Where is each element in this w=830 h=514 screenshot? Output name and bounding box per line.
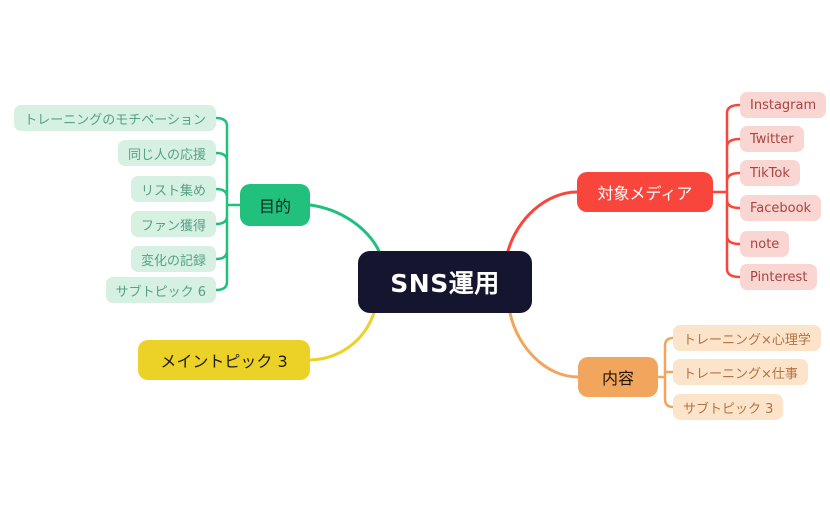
- subtopic-node[interactable]: ファン獲得: [130, 211, 216, 237]
- branch-node-target-media[interactable]: 対象メディア: [577, 172, 713, 212]
- subtopic-node[interactable]: リスト集め: [130, 176, 216, 202]
- subtopic-node[interactable]: サブトピック 3: [673, 394, 784, 420]
- subtopic-node[interactable]: 変化の記録: [130, 246, 216, 272]
- subtopic-node[interactable]: Pinterest: [740, 264, 818, 290]
- subtopic-node[interactable]: Facebook: [740, 195, 822, 221]
- subtopic-node[interactable]: トレーニング×心理学: [673, 325, 821, 351]
- maintopic-branch-curve: [308, 311, 376, 362]
- media-branch-curve: [506, 190, 579, 253]
- central-topic-node[interactable]: SNS運用: [358, 251, 532, 313]
- subtopic-node[interactable]: Instagram: [740, 92, 827, 118]
- subtopic-node[interactable]: Twitter: [740, 126, 804, 152]
- subtopic-node[interactable]: トレーニングのモチベーション: [14, 105, 216, 131]
- subtopic-node[interactable]: note: [740, 231, 790, 257]
- branch-node-content[interactable]: 内容: [578, 357, 658, 397]
- branch-node-purpose[interactable]: 目的: [240, 184, 310, 226]
- content-branch-curve: [508, 311, 580, 379]
- branch-node-main-topic-3[interactable]: メイントピック 3: [138, 340, 310, 380]
- subtopic-node[interactable]: サブトピック 6: [105, 277, 216, 303]
- content-children-bracket: [656, 336, 675, 409]
- media-children-bracket: [711, 103, 742, 279]
- purpose-children-bracket: [214, 116, 242, 292]
- subtopic-node[interactable]: TikTok: [740, 160, 800, 186]
- subtopic-node[interactable]: トレーニング×仕事: [673, 359, 808, 385]
- subtopic-node[interactable]: 同じ人の応援: [117, 140, 216, 166]
- purpose-branch-curve: [308, 203, 381, 253]
